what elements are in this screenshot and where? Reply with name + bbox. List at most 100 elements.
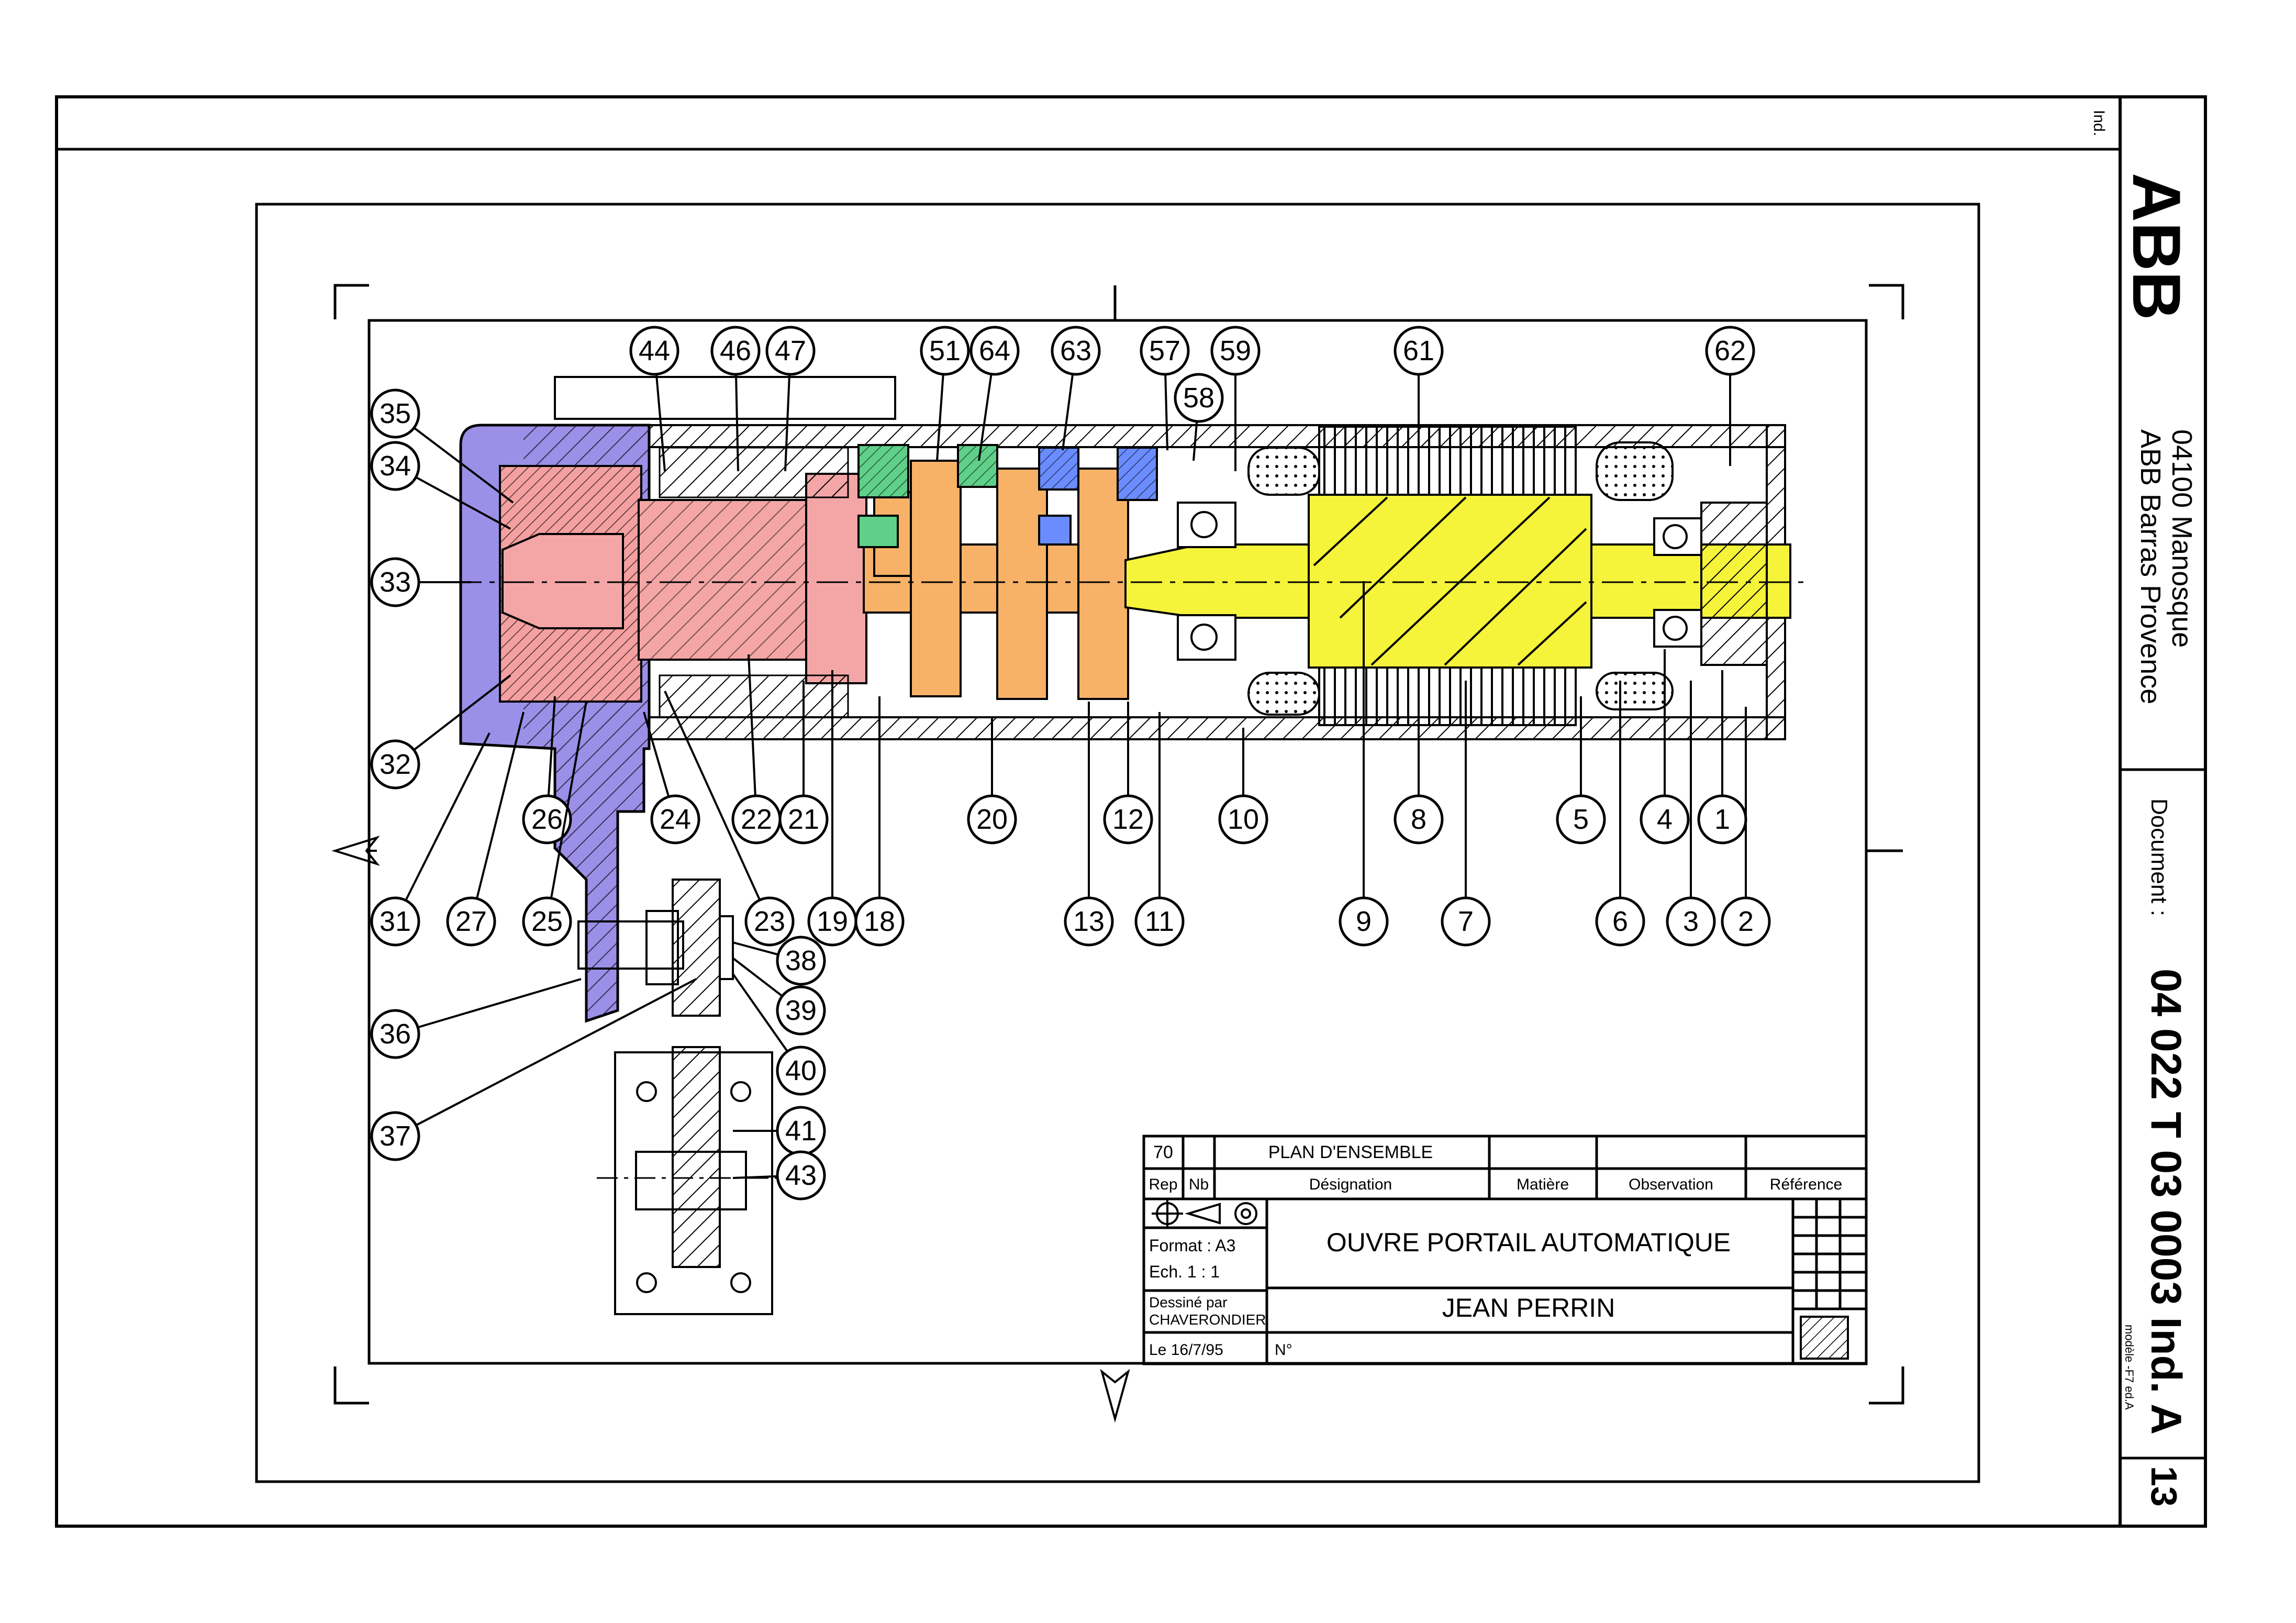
inner-casing-bottom: [659, 674, 849, 718]
abb-logo: ABB: [2119, 173, 2195, 320]
corner-marks: [333, 284, 1904, 1405]
leader-line-35: [413, 427, 514, 504]
item-bubble-3: 3: [1666, 681, 1716, 947]
mounting-plate: [554, 376, 896, 420]
gear-1: [910, 460, 962, 697]
item-bubble-61: 61: [1394, 326, 1444, 461]
blue-pinion-3: [1038, 515, 1072, 546]
bubble-circle-21: [778, 794, 829, 844]
bubble-label-25: 25: [531, 906, 563, 937]
item-bubble-59: 59: [1210, 326, 1261, 471]
sidebar-model-note: modèle -F7 ed.A: [2123, 1325, 2136, 1410]
bubble-circle-3: [1666, 896, 1716, 947]
item-bubble-32: 32: [370, 674, 511, 790]
bubble-label-40: 40: [785, 1055, 817, 1086]
item-bubble-57: 57: [1140, 326, 1190, 451]
bubble-circle-40: [776, 1046, 826, 1096]
bubble-circle-34: [370, 441, 420, 491]
item-bubble-19: 19: [807, 670, 857, 947]
bubble-label-4: 4: [1657, 804, 1673, 835]
bubble-circle-62: [1705, 326, 1755, 376]
view-frame: [367, 319, 1868, 1365]
tb-project-title: OUVRE PORTAIL AUTOMATIQUE: [1327, 1228, 1731, 1257]
leader-line-24: [643, 712, 670, 797]
sidebar-document-number: 04 022 T 03 0003 Ind. A: [2142, 969, 2190, 1435]
bubble-circle-20: [967, 794, 1017, 844]
bubble-label-37: 37: [380, 1120, 411, 1152]
view-arrow-bottom: [1100, 1369, 1130, 1423]
item-bubble-51: 51: [920, 326, 970, 461]
inner-casing-top: [659, 447, 849, 498]
tb-row1-designation: PLAN D'ENSEMBLE: [1268, 1142, 1433, 1162]
bubble-circle-64: [969, 326, 1020, 376]
bubble-circle-8: [1394, 794, 1444, 844]
leader-line-38: [732, 941, 779, 956]
bubble-label-47: 47: [775, 335, 806, 366]
bubble-circle-36: [370, 1009, 420, 1059]
tb-drawn-by-label: Dessiné par: [1149, 1294, 1227, 1310]
coupling: [805, 473, 867, 684]
bubble-label-39: 39: [785, 995, 817, 1026]
bubble-label-5: 5: [1573, 804, 1589, 835]
bubble-circle-63: [1051, 326, 1101, 376]
bubble-label-36: 36: [380, 1018, 411, 1050]
nut: [645, 910, 679, 985]
tb-hdr-matiere: Matière: [1517, 1176, 1569, 1193]
item-bubble-22: 22: [731, 654, 782, 844]
tb-hdr-observation: Observation: [1629, 1176, 1713, 1193]
bubble-circle-27: [446, 896, 496, 947]
item-bubble-2: 2: [1721, 707, 1771, 947]
item-bubble-62: 62: [1705, 326, 1755, 466]
stator-bottom: [1318, 666, 1577, 726]
bubble-circle-47: [765, 326, 816, 376]
title-block-stamp: [1800, 1316, 1849, 1360]
item-bubble-47: 47: [765, 326, 816, 472]
winding-top-right: [1596, 441, 1674, 501]
leader-line-23: [664, 691, 761, 901]
bubble-circle-59: [1210, 326, 1261, 376]
bubble-label-21: 21: [788, 804, 819, 835]
bracket-holes: [636, 1081, 751, 1293]
item-bubble-31: 31: [370, 732, 491, 947]
rotor: [1308, 494, 1592, 669]
item-bubble-12: 12: [1103, 702, 1153, 844]
bubble-circle-23: [744, 896, 795, 947]
tb-author: JEAN PERRIN: [1442, 1293, 1615, 1322]
bubble-circle-18: [854, 896, 905, 947]
bubble-label-12: 12: [1112, 804, 1144, 835]
bubble-label-22: 22: [741, 804, 772, 835]
leader-line-51: [936, 374, 944, 461]
bubble-label-34: 34: [380, 450, 411, 482]
bubble-circle-44: [629, 326, 679, 376]
item-bubble-8: 8: [1394, 722, 1444, 844]
gear-3: [1077, 468, 1129, 700]
bubble-label-27: 27: [455, 906, 487, 937]
leader-line-63: [1062, 374, 1074, 451]
tb-format: Format : A3: [1149, 1236, 1235, 1255]
bolt-head: [577, 920, 684, 970]
item-bubble-4: 4: [1640, 649, 1690, 844]
bubble-label-8: 8: [1411, 804, 1426, 835]
bubble-circle-33: [370, 557, 420, 607]
leader-line-43: [732, 1175, 778, 1179]
leader-line-22: [748, 654, 756, 796]
item-bubble-13: 13: [1064, 702, 1114, 947]
bubble-label-33: 33: [380, 566, 411, 598]
winding-bottom-left: [1247, 672, 1320, 716]
item-bubble-40: 40: [732, 973, 826, 1096]
item-bubble-41: 41: [733, 1106, 826, 1156]
bubble-label-58: 58: [1183, 382, 1214, 414]
bubble-label-41: 41: [785, 1115, 817, 1147]
bubble-circle-25: [522, 896, 572, 947]
tb-row1-rep: 70: [1153, 1142, 1173, 1162]
sidebar-company-line1: ABB Barras Provence: [2135, 429, 2166, 704]
item-bubble-6: 6: [1595, 681, 1645, 947]
bubble-circle-12: [1103, 794, 1153, 844]
sheet-border: [55, 95, 2207, 1528]
gear-2: [996, 468, 1048, 700]
item-bubble-43: 43: [732, 1150, 826, 1200]
item-bubble-33: 33: [370, 557, 471, 607]
bubble-circle-37: [370, 1111, 420, 1161]
bubble-label-7: 7: [1458, 906, 1474, 937]
